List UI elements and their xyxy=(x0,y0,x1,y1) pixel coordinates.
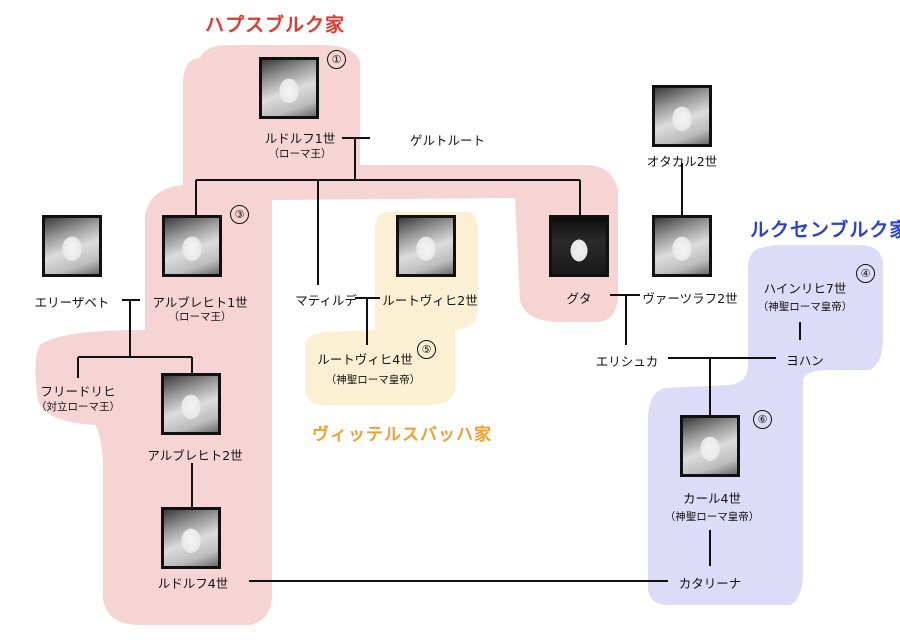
person-name-karl4: カール4世 xyxy=(683,491,741,506)
person-title-heinrich7: （神聖ローマ皇帝） xyxy=(757,301,853,313)
person-name-heinrich7: ハインリヒ7世 xyxy=(763,281,847,296)
portrait-albrecht2 xyxy=(161,373,221,435)
house-title-luxemburg: ルクセンブルク家 xyxy=(750,219,900,241)
person-name-friedrich: フリードリヒ xyxy=(40,384,116,399)
person-name-ludwig4: ルートヴィヒ4世 xyxy=(317,352,413,367)
person-name-rudolf4: ルドルフ4世 xyxy=(157,576,229,591)
person-name-albrecht1: アルブレヒト1世 xyxy=(152,295,248,310)
person-name-albrecht2: アルブレヒト2世 xyxy=(147,448,243,463)
house-title-wittelsbach: ヴィッテルスバッハ家 xyxy=(312,425,492,445)
habsburg-region xyxy=(35,45,618,625)
person-name-katharina: カタリーナ xyxy=(678,576,742,591)
portrait-rudolf4 xyxy=(161,507,221,569)
order-badge-6: ⑥ xyxy=(753,410,772,429)
portrait-karl4 xyxy=(680,415,740,477)
order-badge-4: ④ xyxy=(856,264,875,283)
person-name-johann: ヨハン xyxy=(786,353,824,368)
person-title-friedrich: （対立ローマ王） xyxy=(36,401,120,413)
portrait-ludwig2 xyxy=(396,215,456,277)
order-badge-5: ⑤ xyxy=(417,340,436,359)
person-title-karl4: （神聖ローマ皇帝） xyxy=(664,511,760,523)
order-badge-1: ① xyxy=(327,50,346,69)
person-name-rudolf1: ルドルフ1世 xyxy=(264,131,336,146)
portrait-rudolf1 xyxy=(259,57,319,119)
house-title-habsburg: ハプスブルク家 xyxy=(205,14,346,36)
person-name-mathilde: マティルデ xyxy=(295,293,357,308)
person-name-gertrud: ゲルトルート xyxy=(410,133,486,148)
portrait-wenzel2 xyxy=(652,215,712,277)
portrait-albrecht1 xyxy=(162,215,222,277)
portrait-guta xyxy=(549,215,609,277)
person-name-ludwig2: ルートヴィヒ2世 xyxy=(382,293,478,308)
person-name-guta: グタ xyxy=(566,291,592,306)
person-name-ottokar2: オタカル2世 xyxy=(646,154,718,169)
person-name-elisabeth: エリーザベト xyxy=(34,295,110,310)
person-name-elisabeth-bohemia: エリシュカ xyxy=(595,354,659,369)
person-title-ludwig4: （神聖ローマ皇帝） xyxy=(325,374,421,386)
portrait-ottokar2 xyxy=(652,85,712,147)
person-name-wenzel2: ヴァーツラフ2世 xyxy=(642,291,738,306)
connector-lines xyxy=(77,137,801,582)
portrait-elisabeth xyxy=(42,215,102,277)
order-badge-3: ③ xyxy=(230,205,249,224)
person-title-albrecht1: （ローマ王） xyxy=(168,311,232,323)
person-title-rudolf1: （ローマ王） xyxy=(268,148,332,160)
